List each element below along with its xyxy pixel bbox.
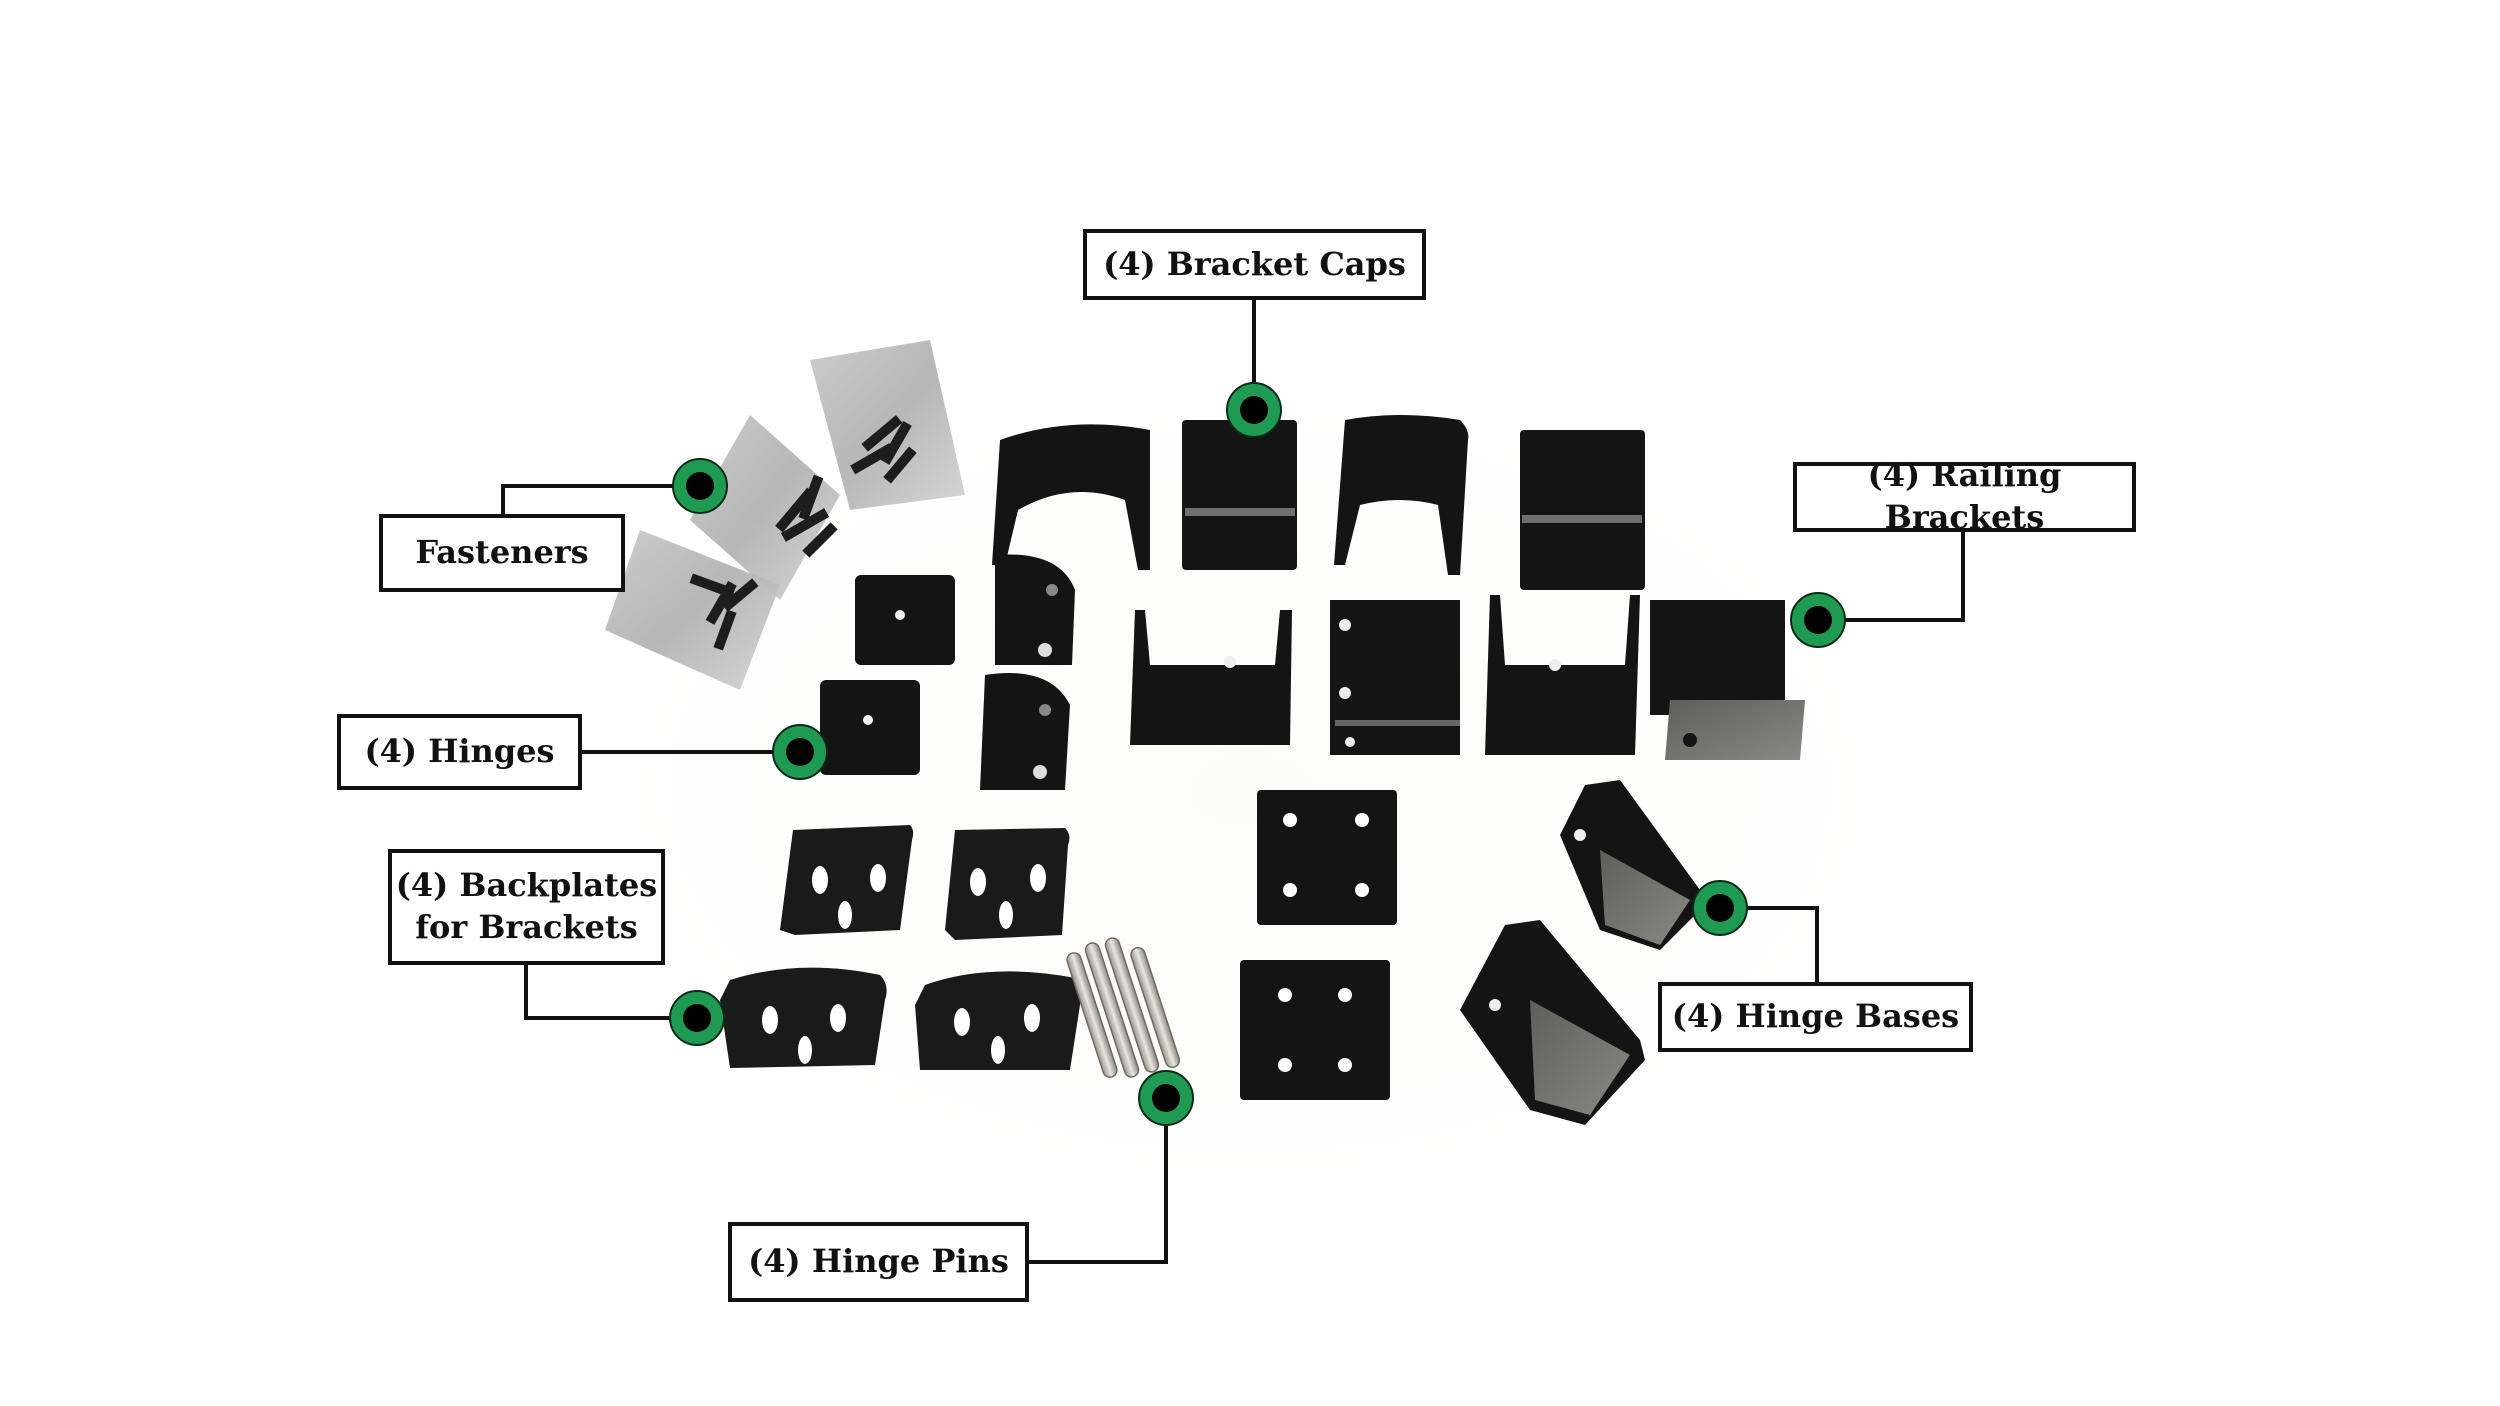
- callout-bracket-caps: (4) Bracket Caps: [1083, 229, 1426, 300]
- callout-label: Fasteners: [415, 533, 589, 572]
- mounting-plates-parts: [1240, 790, 1397, 1100]
- marker-dot: [1706, 894, 1734, 922]
- callout-markers: [669, 382, 1846, 1126]
- callout-hinges: (4) Hinges: [337, 714, 582, 790]
- callout-label: (4) Railing Brackets: [1867, 456, 2062, 536]
- marker-hinge-pins: [1138, 1070, 1194, 1126]
- marker-backplates: [669, 990, 725, 1046]
- callout-label: (4) Bracket Caps: [1103, 244, 1406, 283]
- leader-lines: [501, 300, 1965, 1264]
- marker-hinge-bases: [1692, 880, 1748, 936]
- callout-label: (4) Hinge Pins: [748, 1242, 1009, 1281]
- fastener-bags: [605, 340, 965, 690]
- marker-railing-brackets: [1790, 592, 1846, 648]
- marker-hinges: [772, 724, 828, 780]
- callout-label: (4) Hinge Bases: [1671, 997, 1960, 1036]
- leader-fasteners: [501, 484, 700, 514]
- marker-dot: [683, 1004, 711, 1032]
- marker-fasteners: [672, 458, 728, 514]
- marker-dot: [786, 738, 814, 766]
- marker-dot: [1152, 1084, 1180, 1112]
- leader-railing-brackets: [1818, 532, 1965, 622]
- marker-dot: [1240, 396, 1268, 424]
- backplates-parts: [720, 825, 1082, 1070]
- callout-hinge-pins: (4) Hinge Pins: [728, 1222, 1029, 1302]
- railing-brackets-parts: [1130, 595, 1805, 760]
- bracket-caps-parts: [992, 415, 1645, 590]
- callout-backplates: (4) Backplates for Brackets: [388, 849, 665, 965]
- callout-label-line1: (4) Backplates: [395, 866, 658, 905]
- callout-fasteners: Fasteners: [379, 514, 625, 592]
- marker-bracket-caps: [1226, 382, 1282, 438]
- callout-label: (4) Hinges: [364, 732, 555, 771]
- leader-hinge-pins: [1029, 1098, 1168, 1264]
- leader-hinge-bases: [1720, 906, 1819, 982]
- hinges-parts: [820, 554, 1075, 790]
- marker-dot: [686, 472, 714, 500]
- callout-railing-brackets: (4) Railing Brackets: [1793, 456, 2136, 536]
- leader-backplates: [524, 965, 697, 1020]
- hinge-pins-parts: [1066, 937, 1181, 1078]
- callout-hinge-bases: (4) Hinge Bases: [1658, 982, 1973, 1052]
- callout-label-line2: for Brackets: [415, 908, 638, 946]
- marker-dot: [1804, 606, 1832, 634]
- hinge-bases-parts: [1460, 780, 1705, 1125]
